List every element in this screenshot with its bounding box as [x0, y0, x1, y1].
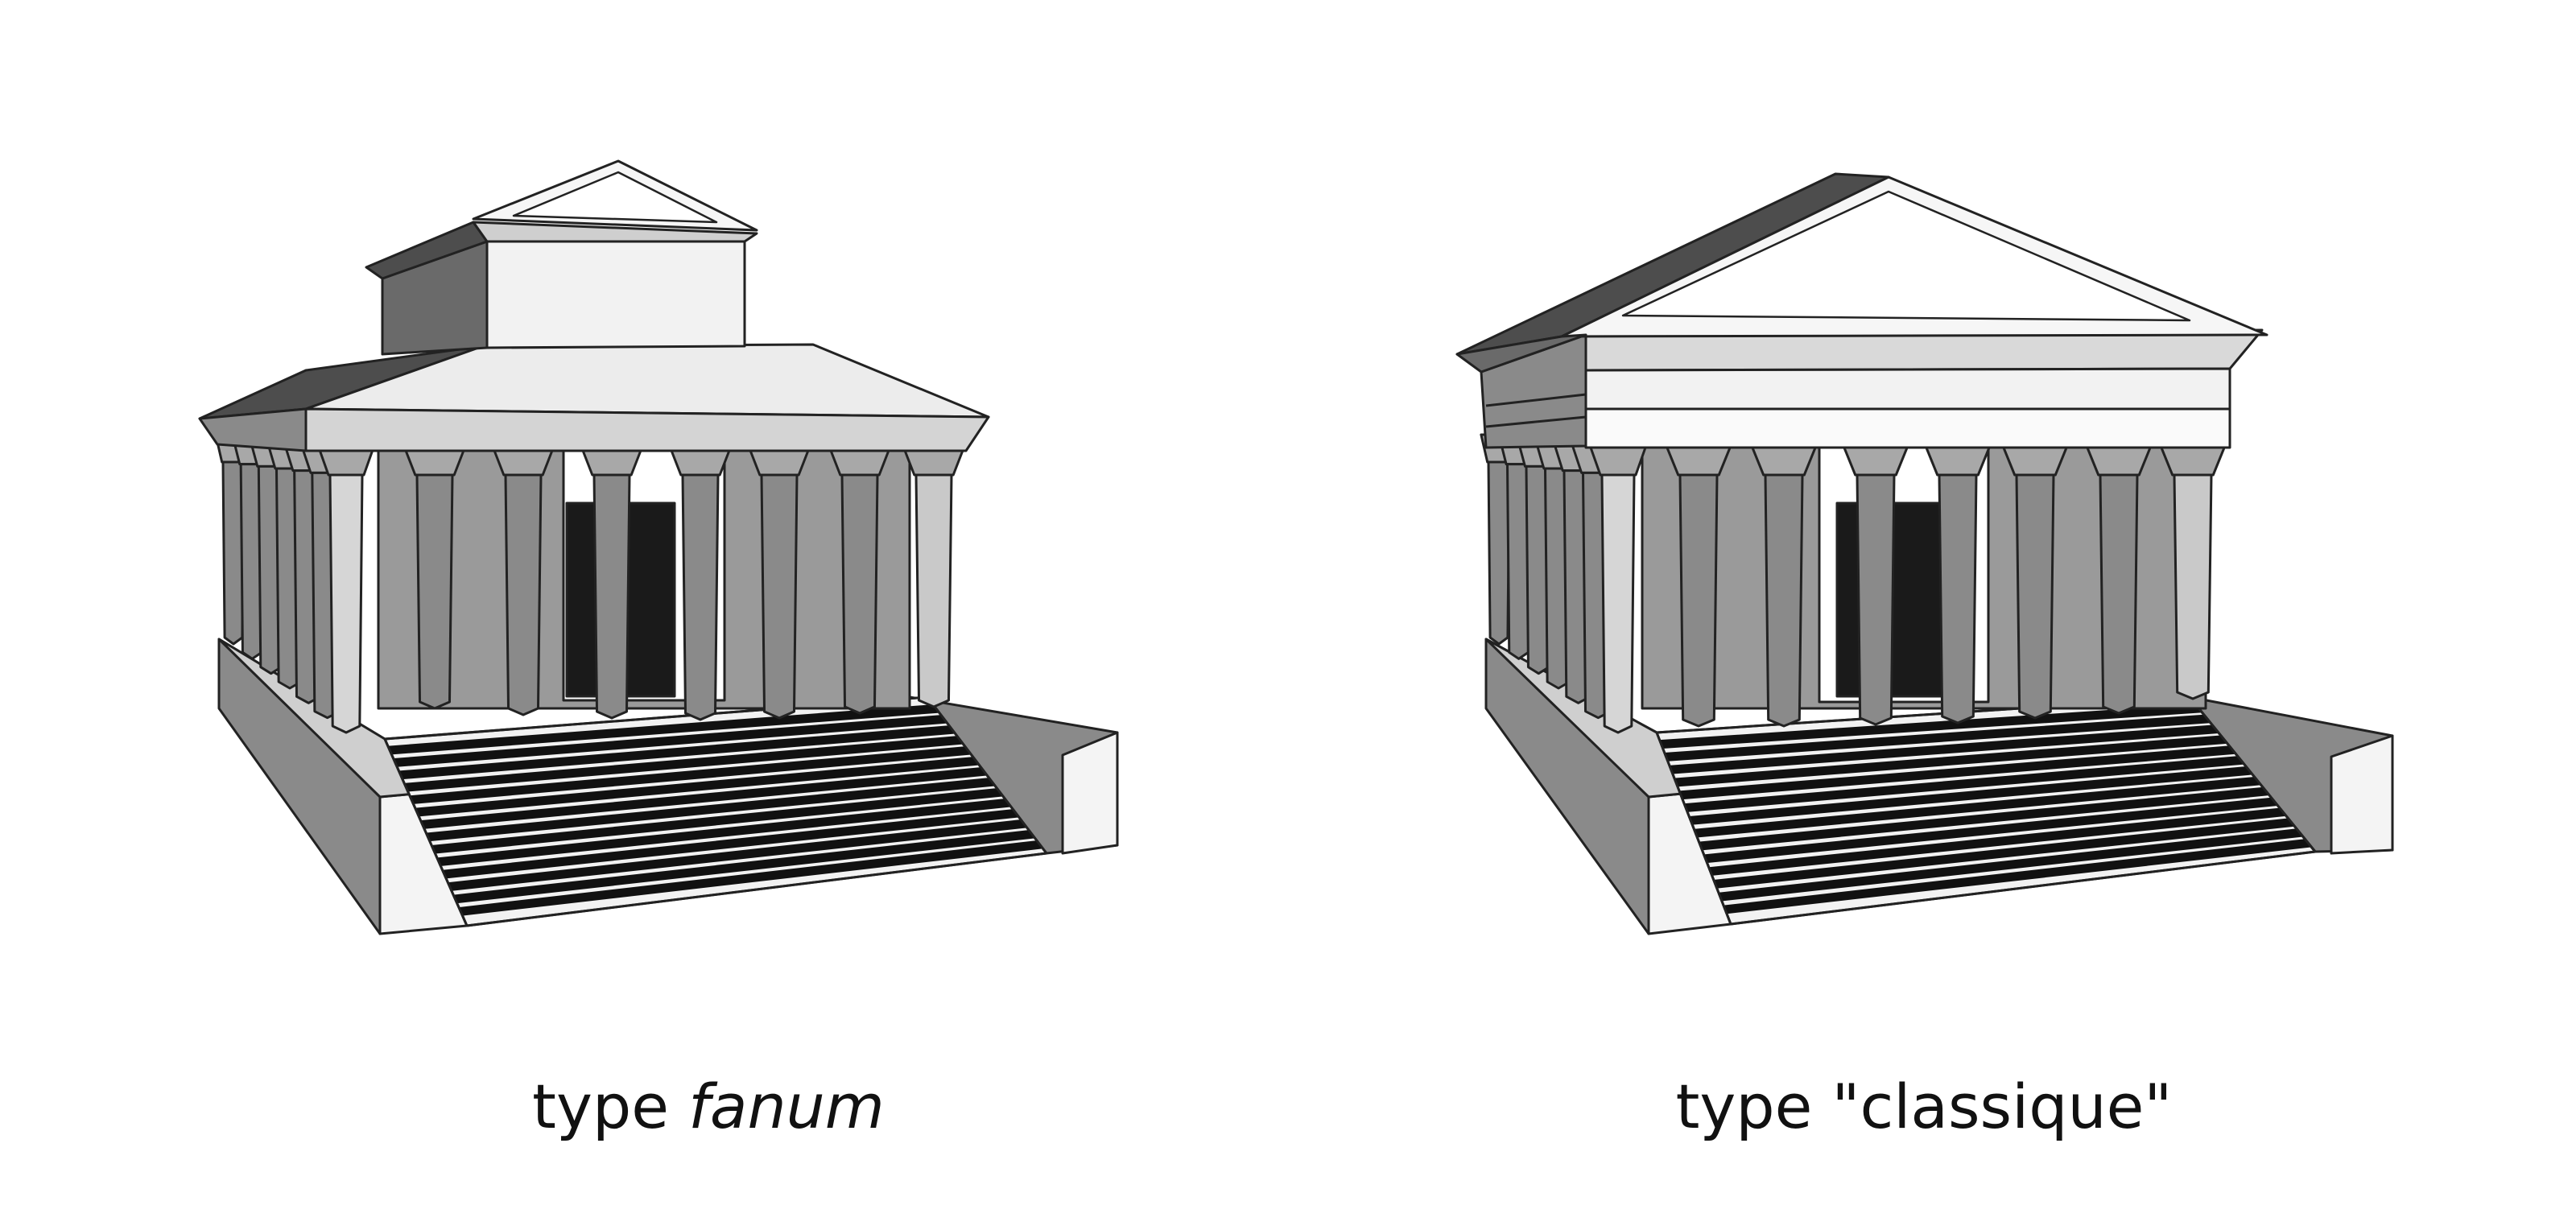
- column-shaft: [415, 473, 454, 710]
- column-shaft: [2099, 473, 2139, 715]
- column-shaft: [2173, 473, 2213, 700]
- column-shaft: [1487, 460, 1511, 646]
- cella-left: [377, 449, 911, 710]
- column-shaft: [1764, 473, 1804, 728]
- stair-step: [417, 786, 1016, 856]
- front-colonnade-right: [1666, 446, 2226, 728]
- stair-step: [385, 703, 952, 756]
- caption-classique: type "classique": [1675, 1071, 2173, 1142]
- column-shaft: [1678, 473, 1719, 728]
- stair-step: [1674, 765, 2265, 827]
- stair-step: [1709, 836, 2315, 916]
- stair-step: [439, 828, 1046, 906]
- column-shaft: [1938, 473, 1978, 724]
- stair-step: [1689, 795, 2290, 865]
- stair-step: [385, 713, 960, 769]
- stair-step: [433, 817, 1040, 894]
- front-colonnade-left: [403, 446, 965, 721]
- stairs-right: [1655, 695, 2317, 926]
- column-shaft: [1856, 473, 1896, 726]
- column-capital: [2002, 446, 2068, 477]
- stair-step: [401, 755, 992, 819]
- column-capital: [1843, 446, 1909, 477]
- caption-fanum-emphasis: fanum: [688, 1071, 885, 1142]
- column-shaft: [328, 473, 364, 734]
- stair-step: [395, 745, 984, 806]
- column-capital: [1589, 446, 1647, 477]
- temple-classique: [1455, 172, 2394, 935]
- raised-cella-left: [365, 159, 758, 356]
- stair-step: [411, 775, 1008, 844]
- stair-step: [1657, 713, 2223, 763]
- column-shaft: [1600, 473, 1636, 734]
- stair-step: [1694, 806, 2298, 878]
- entablature-right: [1480, 328, 2264, 449]
- caption-fanum: type fanum: [338, 1071, 1079, 1159]
- column-shaft: [2015, 473, 2055, 720]
- column-capital: [1925, 446, 1991, 477]
- stairs-left: [383, 695, 1048, 927]
- stair-step: [428, 807, 1032, 881]
- caption-fanum-prefix: type: [532, 1071, 669, 1142]
- stair-step: [444, 838, 1046, 918]
- column-capital: [1666, 446, 1732, 477]
- pediment-right: [1455, 172, 2268, 374]
- column-shaft: [504, 473, 543, 716]
- stair-step: [1670, 754, 2256, 814]
- stair-step: [1657, 723, 2231, 776]
- stair-step: [1679, 774, 2273, 840]
- column-shaft: [760, 473, 799, 720]
- stair-step: [1699, 816, 2307, 890]
- column-capital: [1751, 446, 1817, 477]
- stair-step: [1665, 744, 2248, 801]
- stair-step: [390, 734, 976, 794]
- column-shaft: [592, 473, 631, 720]
- stair-step: [1660, 733, 2240, 788]
- column-shaft: [681, 473, 720, 721]
- stair-step: [1704, 826, 2315, 903]
- stair-step: [385, 724, 968, 781]
- column-capital: [2086, 446, 2152, 477]
- column-capital: [2160, 446, 2226, 477]
- peristyle-roof-left: [198, 343, 990, 452]
- temple-fanum: [198, 159, 1119, 935]
- column-shaft: [840, 473, 879, 715]
- stair-step: [1684, 785, 2282, 852]
- stair-step: [407, 766, 1000, 831]
- stair-step: [423, 796, 1024, 869]
- column-shaft: [914, 473, 953, 708]
